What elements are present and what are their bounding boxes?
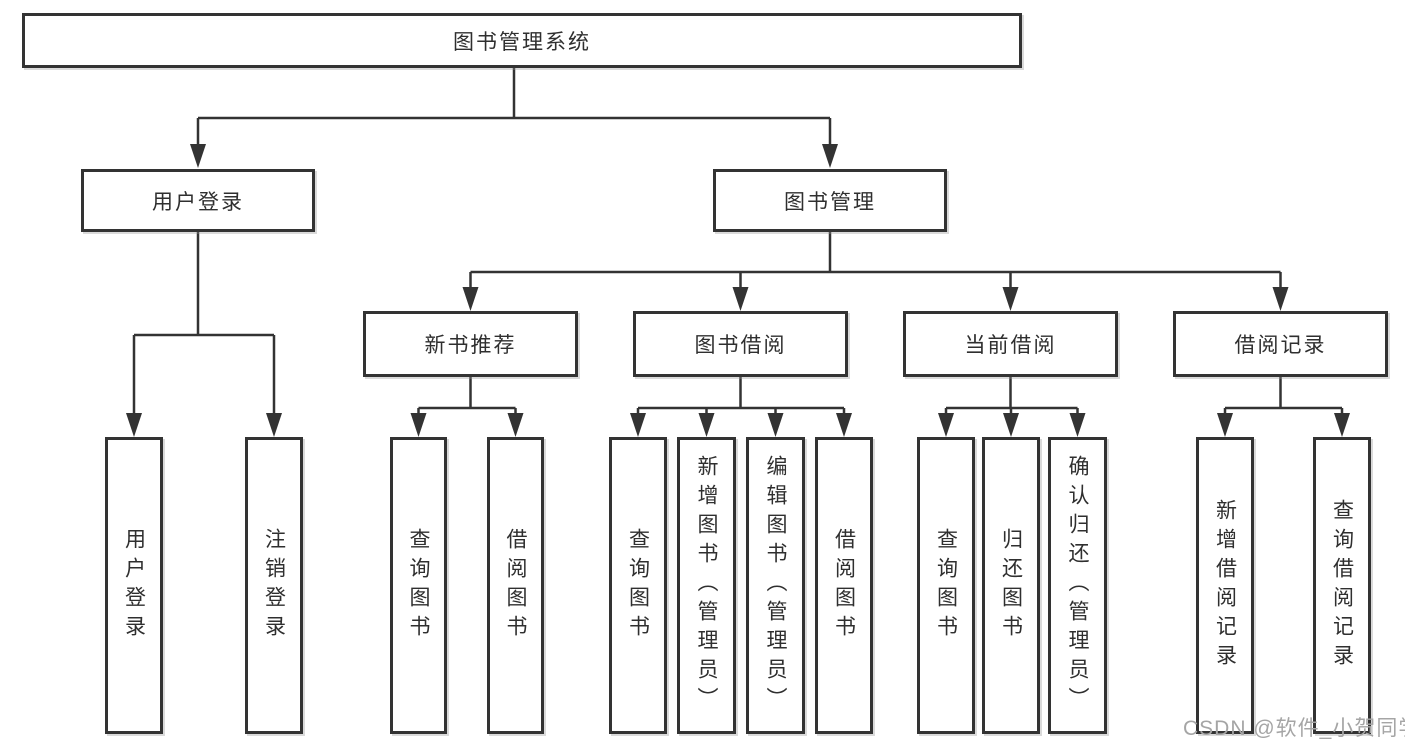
node-user-login: 用户登录 [81,169,315,232]
connector-root-to-level2 [196,68,832,150]
arrow-icon [698,413,715,437]
node-leaf-borrow-books-1: 借阅图书 [487,437,544,734]
node-leaf-confirm-return-admin: 确认归还（管理员） [1048,437,1107,734]
arrow-icon [266,413,282,437]
node-borrow-records: 借阅记录 [1173,311,1388,377]
arrowheads [126,144,1350,437]
connector-user-login-children [132,232,276,418]
arrow-icon [836,413,852,437]
connector-book-borrow-children [636,377,846,419]
arrow-icon [462,287,479,311]
arrow-icon [938,413,954,437]
arrow-icon [507,413,524,437]
node-leaf-query-books-1: 查询图书 [390,437,447,734]
node-leaf-return-book: 归还图书 [982,437,1040,734]
node-book-borrowing: 图书借阅 [633,311,848,377]
arrow-icon [410,413,427,437]
csdn-watermark: CSDN @软件_小贺同学 [1183,717,1405,740]
arrow-icon [1217,413,1233,437]
node-new-book-recommend: 新书推荐 [363,311,578,377]
node-leaf-query-borrow-record: 查询借阅记录 [1313,437,1371,734]
node-leaf-add-borrow-record: 新增借阅记录 [1196,437,1254,734]
connector-borrow-records-children [1223,377,1344,419]
arrow-icon [1334,413,1350,437]
connector-book-mgmt-children [469,232,1282,293]
arrow-icon [1003,413,1019,437]
node-current-borrowing: 当前借阅 [903,311,1118,377]
connector-current-borrow-children [944,377,1079,419]
arrow-icon [1002,287,1019,311]
arrow-icon [630,413,646,437]
node-leaf-logout: 注销登录 [245,437,303,734]
node-leaf-query-books-3: 查询图书 [917,437,975,734]
node-leaf-borrow-books-2: 借阅图书 [815,437,873,734]
arrow-icon [822,144,838,168]
node-leaf-add-book-admin: 新增图书（管理员） [677,437,736,734]
node-book-management: 图书管理 [713,169,947,232]
node-root-library-system: 图书管理系统 [22,13,1022,68]
arrow-icon [190,144,206,168]
arrow-icon [767,413,784,437]
arrow-icon [1272,287,1289,311]
connector-new-books-children [417,377,517,419]
arrow-icon [1069,413,1086,437]
node-leaf-edit-book-admin: 编辑图书（管理员） [746,437,805,734]
node-leaf-user-login: 用户登录 [105,437,163,734]
arrow-icon [126,413,142,437]
node-leaf-query-books-2: 查询图书 [609,437,667,734]
arrow-icon [732,287,749,311]
